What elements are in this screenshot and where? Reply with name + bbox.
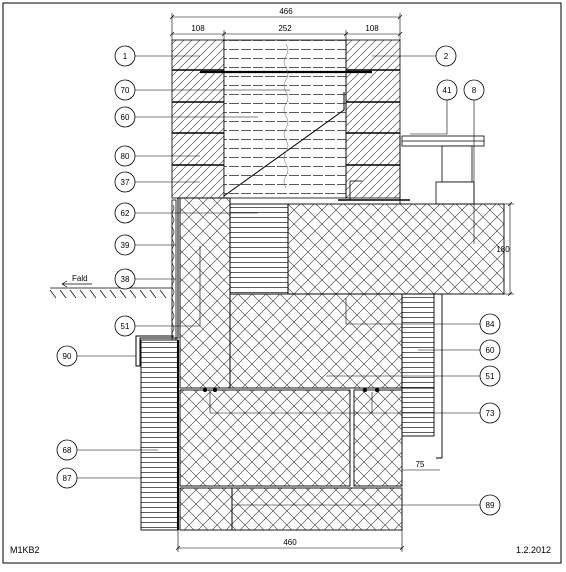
foundation-block-51: [229, 293, 403, 389]
upper-wall: [171, 39, 401, 199]
callout-60a: 60: [121, 113, 130, 122]
cavity-membrane: [223, 92, 345, 197]
cavity-insulation-hatch: [224, 40, 346, 198]
callout-89: 89: [486, 501, 495, 510]
dim-top-total: 466: [279, 7, 293, 16]
foundation: [179, 197, 443, 531]
foundation-block-left: [179, 197, 231, 389]
callout-1: 1: [123, 52, 128, 61]
drawing-date: 1.2.2012: [516, 545, 551, 555]
callout-73: 73: [486, 409, 495, 418]
inner-insulation-lower: [401, 387, 435, 437]
floor-construction: [338, 135, 485, 205]
inner-brick-leaf: [345, 39, 401, 199]
plinth-board: [140, 339, 179, 531]
callout-2: 2: [444, 52, 449, 61]
callout-90: 90: [63, 352, 72, 361]
foundation-block-lower-left: [179, 389, 351, 487]
callout-37: 37: [121, 178, 130, 187]
dim-right-height: 180: [496, 245, 510, 254]
drawing-code: M1KB2: [10, 545, 40, 555]
footing-left: [179, 487, 233, 531]
floor-slab: [229, 201, 514, 297]
callout-80: 80: [121, 152, 130, 161]
dim-top-mid: 252: [278, 24, 292, 33]
callout-8: 8: [472, 86, 477, 95]
callout-62: 62: [121, 209, 130, 218]
callout-84: 84: [486, 320, 495, 329]
concrete-slab: [287, 203, 505, 295]
footing-right: [231, 487, 403, 531]
callout-70: 70: [121, 86, 130, 95]
inner-insulation: [401, 293, 435, 389]
ground-line: [49, 280, 172, 299]
foundation-block-lower-right: [353, 389, 403, 487]
top-dimensions: [169, 13, 403, 40]
callout-60b: 60: [486, 346, 495, 355]
callout-41: 41: [443, 86, 452, 95]
callout-38: 38: [121, 275, 130, 284]
ground-label: Fald: [72, 274, 88, 283]
bottom-dimension: [175, 530, 405, 552]
dim-top-right: 108: [365, 24, 379, 33]
outer-brick-leaf: [171, 39, 225, 199]
callout-labels: 1 2 70 60 41 8 80 37 62 39 38 51 84 60 9…: [63, 52, 495, 510]
plinth: [135, 198, 179, 531]
dim-bottom-total: 460: [283, 538, 297, 547]
callout-87: 87: [63, 474, 72, 483]
callouts: [56, 45, 501, 516]
callout-68: 68: [63, 446, 72, 455]
dim-small-offset: 75: [416, 460, 425, 469]
leader-lines: [67, 55, 480, 506]
callout-51b: 51: [486, 372, 495, 381]
callout-39: 39: [121, 241, 130, 250]
edge-insulation: [229, 203, 289, 295]
dim-top-left: 108: [191, 24, 205, 33]
callout-51a: 51: [121, 322, 130, 331]
plinth-flashing: [135, 198, 179, 367]
insulation-seam: [283, 43, 289, 189]
